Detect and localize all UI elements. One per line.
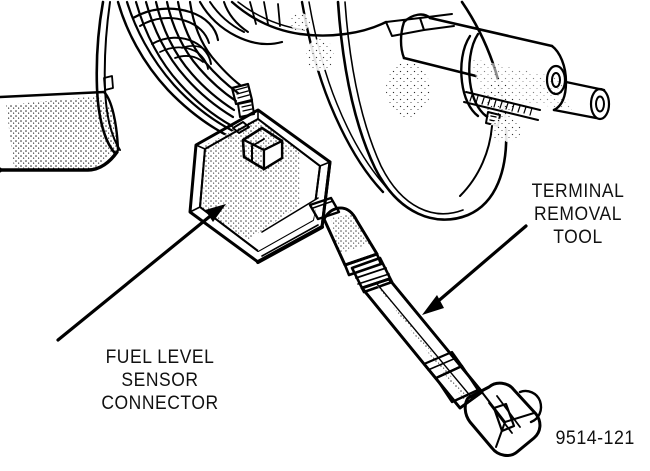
callout-label-fuel-level-sensor-connector: FUEL LEVEL SENSOR CONNECTOR [101, 347, 219, 414]
figure-number: 9514-121 [555, 428, 635, 449]
fuel-level-sensor-connector [188, 108, 332, 264]
leader-fuel-level-sensor-connector [56, 204, 226, 342]
tool-shaft [360, 277, 484, 410]
callout-label-terminal-removal-tool: TERMINAL REMOVAL TOOL [531, 181, 625, 248]
tool-collar [350, 256, 394, 294]
wire-harness [116, 0, 284, 140]
body-panel-edge [95, 0, 121, 154]
terminal-removal-tool [308, 196, 543, 457]
tool-handle [463, 381, 543, 457]
floor-panel [0, 90, 120, 173]
leader-terminal-removal-tool [422, 224, 528, 315]
